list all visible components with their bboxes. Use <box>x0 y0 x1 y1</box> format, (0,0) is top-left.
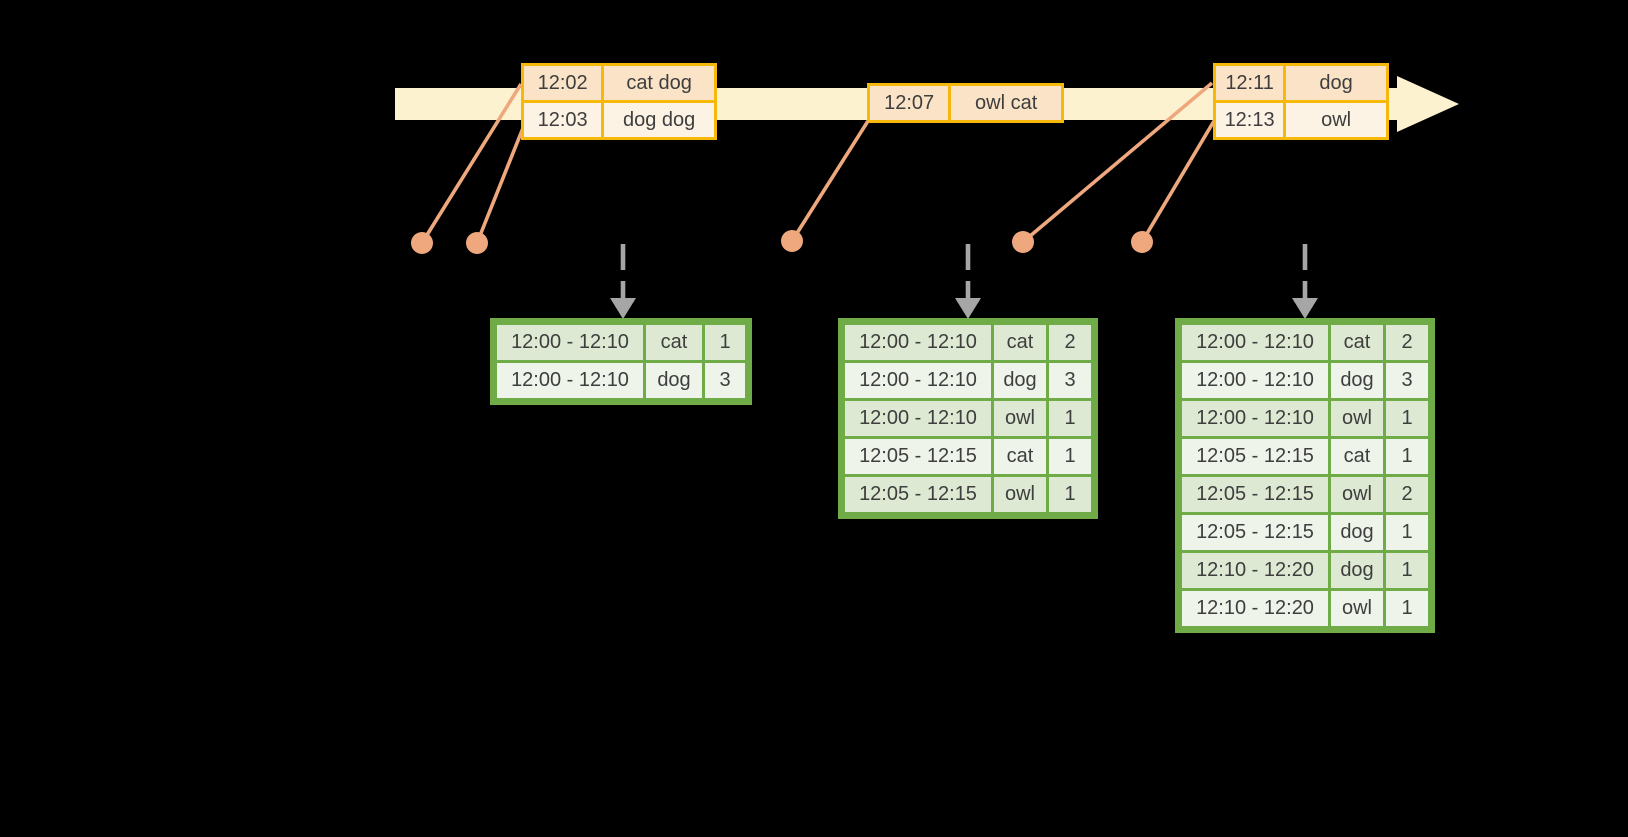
event-row: 12:13 owl <box>1212 100 1389 140</box>
count-cell: 1 <box>1386 591 1428 626</box>
event-row: 12:02 cat dog <box>520 63 717 103</box>
window-cell: 12:00 - 12:10 <box>845 363 991 398</box>
count-cell: 1 <box>1049 401 1091 436</box>
event-row: 12:07 owl cat <box>866 83 1064 123</box>
word-cell: cat <box>994 439 1046 474</box>
count-cell: 1 <box>1386 439 1428 474</box>
result-table-1: 12:00 - 12:10 cat 1 12:00 - 12:10 dog 3 <box>490 318 752 405</box>
connector-line <box>1140 120 1216 243</box>
event-dot <box>466 232 488 254</box>
count-cell: 3 <box>1049 363 1091 398</box>
result-row: 12:05 - 12:15 owl 2 <box>1182 477 1428 512</box>
count-cell: 2 <box>1386 325 1428 360</box>
count-cell: 1 <box>1386 515 1428 550</box>
event-dot <box>411 232 433 254</box>
result-row: 12:10 - 12:20 dog 1 <box>1182 553 1428 588</box>
event-dot <box>1012 231 1034 253</box>
window-cell: 12:05 - 12:15 <box>1182 439 1328 474</box>
window-cell: 12:00 - 12:10 <box>845 325 991 360</box>
event-time-cell: 12:02 <box>520 63 605 103</box>
word-cell: owl <box>1331 477 1383 512</box>
result-row: 12:10 - 12:20 owl 1 <box>1182 591 1428 626</box>
trigger-arrowhead-icon <box>955 298 981 319</box>
event-dot <box>1131 231 1153 253</box>
result-table-2: 12:00 - 12:10 cat 2 12:00 - 12:10 dog 3 … <box>838 318 1098 519</box>
count-cell: 3 <box>705 363 745 398</box>
result-row: 12:00 - 12:10 owl 1 <box>845 401 1091 436</box>
event-words-cell: owl cat <box>948 83 1064 123</box>
word-cell: cat <box>1331 439 1383 474</box>
word-cell: cat <box>1331 325 1383 360</box>
connector-line <box>1021 81 1214 244</box>
word-cell: dog <box>1331 363 1383 398</box>
window-cell: 12:05 - 12:15 <box>1182 477 1328 512</box>
trigger-arrowhead-icon <box>610 298 636 319</box>
window-cell: 12:05 - 12:15 <box>845 477 991 512</box>
result-row: 12:00 - 12:10 dog 3 <box>845 363 1091 398</box>
word-cell: owl <box>1331 591 1383 626</box>
event-table-3: 12:11 dog 12:13 owl <box>1212 63 1389 140</box>
event-words-cell: dog dog <box>601 100 717 140</box>
window-cell: 12:00 - 12:10 <box>1182 363 1328 398</box>
count-cell: 2 <box>1386 477 1428 512</box>
result-row: 12:05 - 12:15 cat 1 <box>1182 439 1428 474</box>
word-cell: owl <box>1331 401 1383 436</box>
word-cell: dog <box>1331 515 1383 550</box>
word-cell: owl <box>994 401 1046 436</box>
result-row: 12:05 - 12:15 cat 1 <box>845 439 1091 474</box>
window-cell: 12:00 - 12:10 <box>497 325 643 360</box>
word-cell: cat <box>994 325 1046 360</box>
result-row: 12:00 - 12:10 dog 3 <box>1182 363 1428 398</box>
event-time-cell: 12:11 <box>1212 63 1287 103</box>
event-table-2: 12:07 owl cat <box>866 83 1064 123</box>
event-time-cell: 12:03 <box>520 100 605 140</box>
window-cell: 12:00 - 12:10 <box>1182 325 1328 360</box>
result-row: 12:05 - 12:15 owl 1 <box>845 477 1091 512</box>
count-cell: 2 <box>1049 325 1091 360</box>
window-cell: 12:05 - 12:15 <box>845 439 991 474</box>
event-row: 12:11 dog <box>1212 63 1389 103</box>
event-row: 12:03 dog dog <box>520 100 717 140</box>
word-cell: owl <box>994 477 1046 512</box>
word-cell: dog <box>994 363 1046 398</box>
result-row: 12:00 - 12:10 cat 2 <box>845 325 1091 360</box>
result-row: 12:00 - 12:10 owl 1 <box>1182 401 1428 436</box>
event-time-cell: 12:13 <box>1212 100 1287 140</box>
event-words-cell: owl <box>1283 100 1389 140</box>
word-cell: dog <box>646 363 702 398</box>
count-cell: 3 <box>1386 363 1428 398</box>
window-cell: 12:10 - 12:20 <box>1182 553 1328 588</box>
count-cell: 1 <box>705 325 745 360</box>
connector-line <box>790 120 870 242</box>
word-cell: cat <box>646 325 702 360</box>
event-time-cell: 12:07 <box>866 83 952 123</box>
trigger-arrowhead-icon <box>1292 298 1318 319</box>
count-cell: 1 <box>1386 553 1428 588</box>
window-cell: 12:05 - 12:15 <box>1182 515 1328 550</box>
count-cell: 1 <box>1049 477 1091 512</box>
window-cell: 12:00 - 12:10 <box>845 401 991 436</box>
window-cell: 12:00 - 12:10 <box>1182 401 1328 436</box>
count-cell: 1 <box>1049 439 1091 474</box>
result-row: 12:00 - 12:10 dog 3 <box>497 363 745 398</box>
event-words-cell: dog <box>1283 63 1389 103</box>
result-row: 12:00 - 12:10 cat 2 <box>1182 325 1428 360</box>
window-cell: 12:10 - 12:20 <box>1182 591 1328 626</box>
event-dot <box>781 230 803 252</box>
result-row: 12:00 - 12:10 cat 1 <box>497 325 745 360</box>
event-words-cell: cat dog <box>601 63 717 103</box>
window-cell: 12:00 - 12:10 <box>497 363 643 398</box>
connector-line <box>420 83 523 244</box>
result-row: 12:05 - 12:15 dog 1 <box>1182 515 1428 550</box>
count-cell: 1 <box>1386 401 1428 436</box>
event-table-1: 12:02 cat dog 12:03 dog dog <box>520 63 717 140</box>
word-cell: dog <box>1331 553 1383 588</box>
result-table-3: 12:00 - 12:10 cat 2 12:00 - 12:10 dog 3 … <box>1175 318 1435 633</box>
connector-line <box>475 127 525 244</box>
